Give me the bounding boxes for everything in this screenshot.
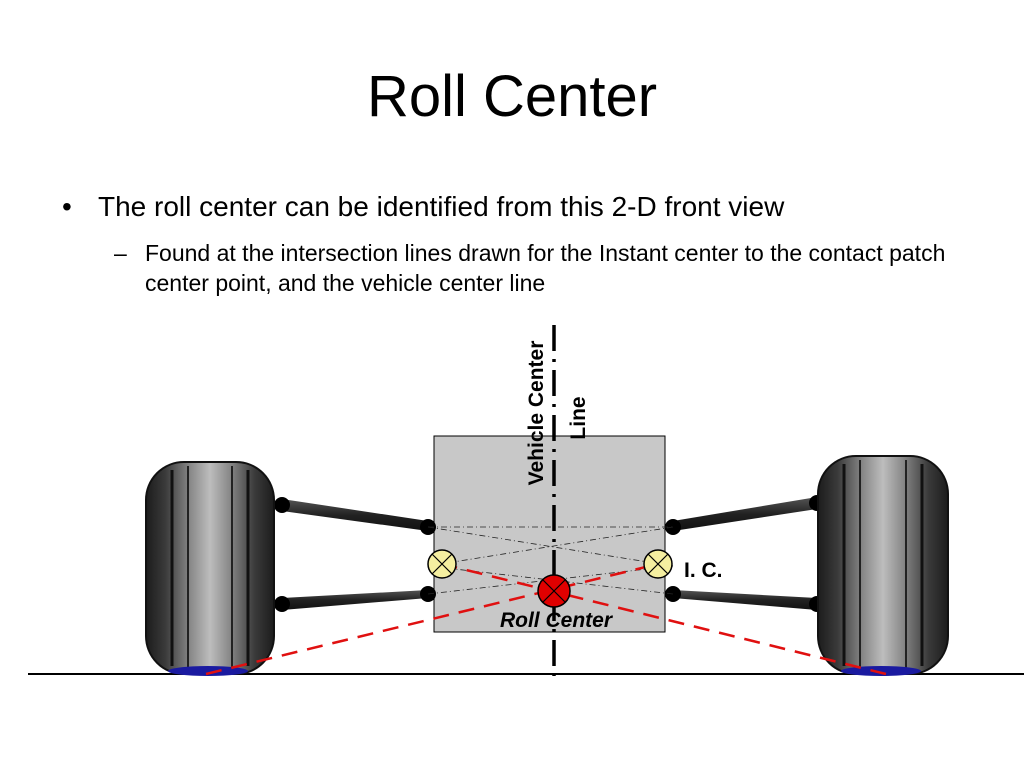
bullet-marker: •: [62, 191, 72, 222]
right-tire: [817, 455, 949, 675]
sub-bullet-marker: –: [114, 240, 127, 266]
right-upper-control-arm: [665, 495, 825, 535]
right-contact-patch: [841, 666, 921, 676]
sub-bullet-item: – Found at the intersection lines drawn …: [114, 238, 994, 298]
roll-center-label: Roll Center: [500, 609, 614, 632]
left-tire: [145, 461, 275, 675]
center-line-label-2: Line: [567, 396, 590, 439]
bullet-text: The roll center can be identified from t…: [98, 191, 785, 222]
slide-title: Roll Center: [366, 64, 658, 129]
right-instant-center-marker: [643, 549, 673, 579]
right-lower-control-arm: [665, 586, 825, 612]
arm-extension-lines: [427, 526, 674, 595]
left-contact-patch: [168, 666, 248, 676]
left-lower-control-arm: [274, 586, 436, 612]
instant-center-label: I. C.: [684, 559, 723, 582]
center-line-label-1: Vehicle Center: [525, 341, 548, 486]
sub-bullet-text: Found at the intersection lines drawn fo…: [145, 240, 946, 296]
left-instant-center-marker: [427, 549, 457, 579]
bullet-item: • The roll center can be identified from …: [62, 190, 992, 224]
left-upper-control-arm: [274, 497, 436, 535]
roll-center-marker: [537, 574, 571, 608]
